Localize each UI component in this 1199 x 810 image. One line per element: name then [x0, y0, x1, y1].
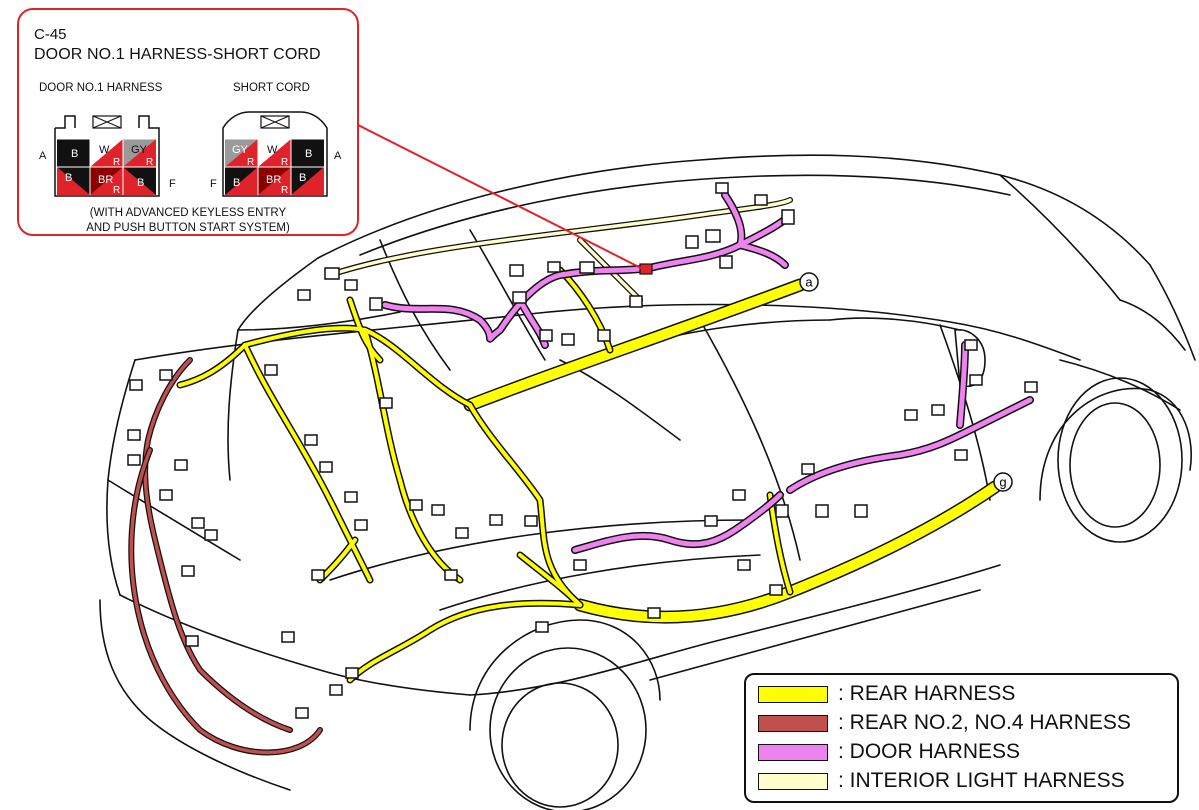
svg-text:B: B [299, 172, 306, 184]
svg-text:B: B [71, 148, 78, 160]
connector-name: DOOR NO.1 HARNESS-SHORT CORD [34, 46, 321, 63]
legend-item-door-harness: : DOOR HARNESS [758, 740, 1020, 764]
svg-text:g: g [999, 475, 1006, 490]
svg-text:B: B [305, 148, 312, 160]
left-connector-pin-f: F [169, 178, 176, 190]
legend-swatch [758, 772, 828, 790]
connector-callout: C-45 DOOR NO.1 HARNESS-SHORT CORD DOOR N… [17, 8, 359, 236]
svg-text:GY: GY [131, 144, 148, 156]
legend-item-rear-no2-no4-harness: : REAR NO.2, NO.4 HARNESS [758, 711, 1131, 735]
legend: : REAR HARNESS : REAR NO.2, NO.4 HARNESS… [744, 673, 1179, 803]
legend-label: : DOOR HARNESS [838, 740, 1021, 763]
legend-item-interior-light-harness: : INTERIOR LIGHT HARNESS [758, 769, 1125, 793]
callout-note-line1: (WITH ADVANCED KEYLESS ENTRY [89, 207, 287, 219]
left-connector-pin-a: A [39, 150, 47, 162]
callout-leader-line [357, 124, 642, 269]
legend-label: : REAR HARNESS [838, 682, 1016, 705]
svg-text:BR: BR [98, 174, 113, 186]
svg-text:B: B [65, 172, 72, 184]
svg-text:R: R [146, 157, 153, 168]
svg-text:W: W [267, 144, 278, 156]
svg-text:R: R [281, 185, 288, 196]
callout-note: (WITH ADVANCED KEYLESS ENTRY AND PUSH BU… [19, 206, 357, 236]
rear-no2-no4-harness [128, 357, 323, 756]
left-connector-face: B W R GY R B BR R B [54, 115, 160, 197]
legend-swatch [758, 714, 828, 732]
svg-text:B: B [137, 177, 144, 189]
svg-text:GY: GY [232, 144, 249, 156]
left-connector-label: DOOR NO.1 HARNESS [39, 82, 163, 94]
legend-label: : REAR NO.2, NO.4 HARNESS [838, 711, 1131, 734]
car-outline [99, 154, 1196, 810]
right-connector-pin-f: F [210, 178, 217, 190]
right-connector-face: GY R W R B B BR R B [222, 111, 328, 197]
svg-text:R: R [281, 157, 288, 168]
door-harness [381, 191, 1034, 554]
legend-item-rear-harness: : REAR HARNESS [758, 682, 1015, 706]
connector-code: C-45 [34, 26, 67, 43]
svg-text:BR: BR [266, 174, 281, 186]
svg-text:R: R [247, 157, 254, 168]
svg-text:W: W [99, 144, 110, 156]
legend-swatch [758, 743, 828, 761]
svg-text:a: a [805, 275, 813, 290]
c45-connector-marker [639, 263, 653, 275]
right-connector-pin-a: A [334, 150, 342, 162]
callout-note-line2: AND PUSH BUTTON START SYSTEM) [86, 222, 290, 234]
right-connector-label: SHORT CORD [233, 82, 310, 94]
svg-text:B: B [233, 177, 240, 189]
marker-a: a [799, 272, 819, 292]
legend-label: : INTERIOR LIGHT HARNESS [838, 769, 1125, 792]
legend-swatch [758, 685, 828, 703]
svg-text:R: R [113, 157, 120, 168]
harness-connectors [127, 182, 1038, 719]
marker-g: g [993, 472, 1013, 492]
svg-text:R: R [113, 185, 120, 196]
